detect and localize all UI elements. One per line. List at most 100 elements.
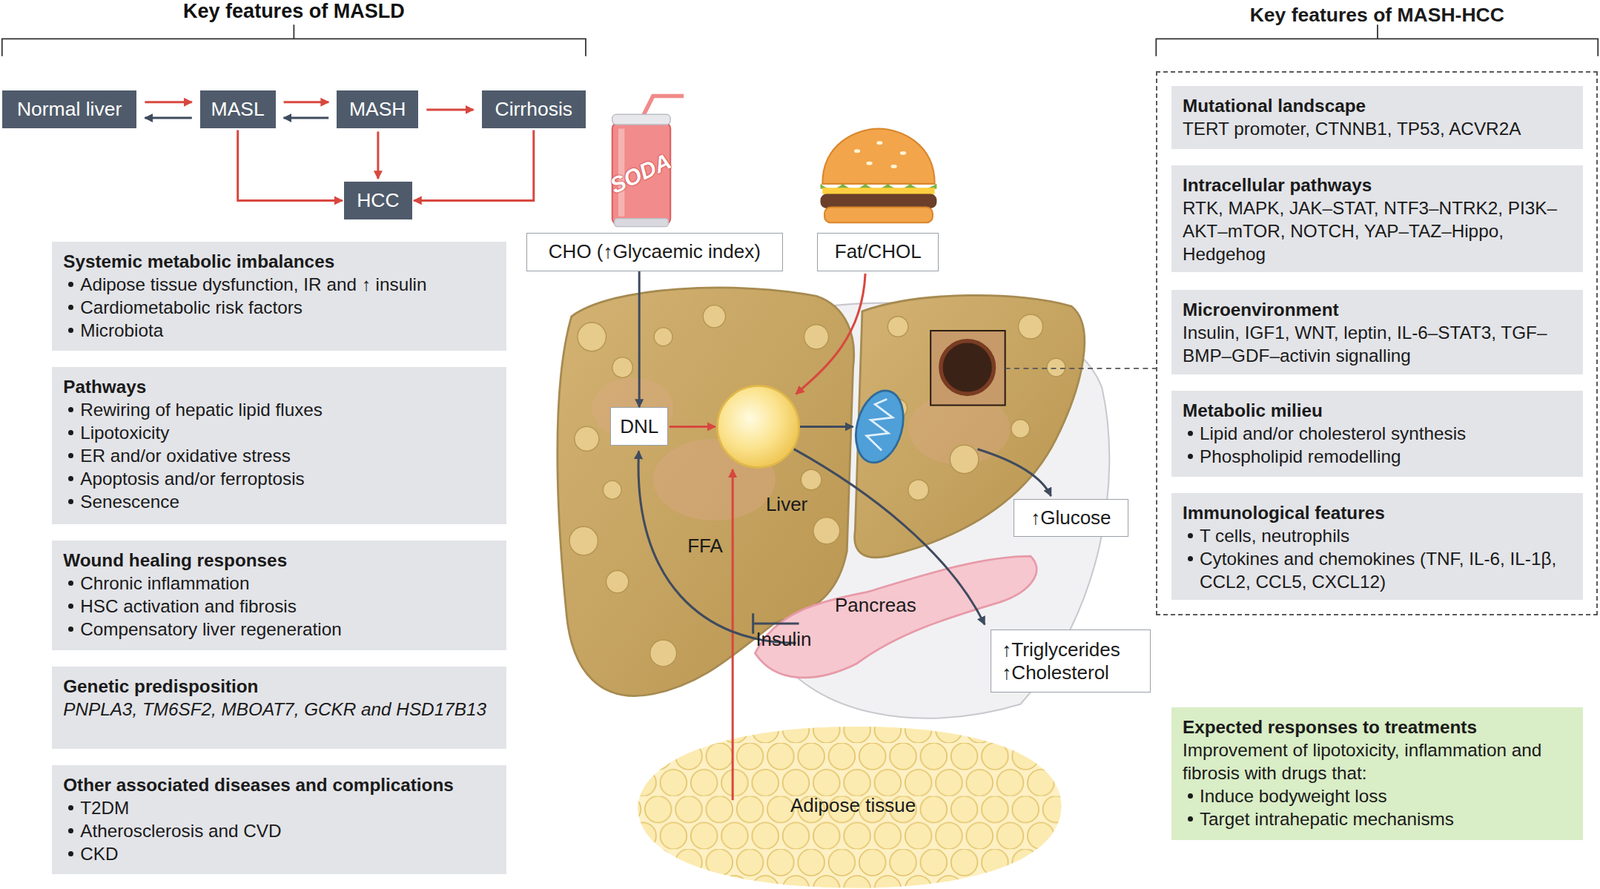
process-box: CHO (↑Glycaemic index)	[526, 232, 783, 272]
bullet-dot	[68, 281, 74, 287]
flow-arrow	[376, 131, 379, 179]
flow-arrow	[283, 117, 330, 120]
patty	[820, 194, 938, 209]
burger-bun	[822, 129, 935, 184]
feature-box: Metabolic milieuLipid and/or cholesterol…	[1171, 390, 1583, 477]
box-text: ↑Glucose	[1030, 506, 1111, 530]
flow-label: Insulin	[755, 627, 812, 651]
bullet-dot	[68, 851, 74, 857]
flow-arrow	[977, 449, 1051, 497]
box-text: CHO (↑Glycaemic index)	[548, 240, 761, 264]
feature-box: Other associated diseases and complicati…	[51, 765, 506, 875]
process-box: DNL	[610, 407, 669, 446]
flow-arrow	[731, 469, 735, 800]
flow-arrow	[426, 108, 474, 111]
box-text: MASL	[211, 97, 265, 121]
box-text: ↑Triglycerides ↑Cholesterol	[1001, 638, 1120, 685]
fat-droplet	[1046, 358, 1066, 377]
tumour	[940, 341, 995, 395]
flow-arrow	[283, 100, 330, 104]
bullet-item: Cytokines and chemokines (TNF, IL-6, IL-…	[1182, 547, 1579, 594]
bullet-dot	[68, 603, 74, 609]
bullet-item: Microbiota	[63, 318, 502, 342]
bullet-dot	[68, 304, 74, 310]
bullet-dot	[1187, 556, 1193, 562]
bullet-item: Compensatory liver regeneration	[63, 617, 502, 641]
box-heading: Intracellular pathways	[1182, 173, 1579, 197]
fat-droplet	[800, 469, 822, 491]
leader-line	[1005, 367, 1157, 370]
flow-arrow	[144, 117, 192, 120]
fat-droplet	[804, 324, 829, 350]
stage-box: MASH	[336, 90, 419, 129]
feature-box: Systemic metabolic imbalancesAdipose tis…	[51, 241, 506, 351]
bullet-dot	[68, 498, 74, 505]
flow-arrow	[638, 450, 796, 643]
box-text: RTK, MAPK, JAK–STAT, NTF3–NTRK2, PI3K–AK…	[1182, 196, 1579, 266]
bullet-item: Rewiring of hepatic lipid fluxes	[63, 398, 502, 422]
section-heading: Key features of MASH-HCC	[1157, 3, 1597, 27]
bullet-item: Cardiometabolic risk factors	[63, 295, 502, 319]
box-text: MASH	[349, 97, 407, 121]
fat-droplet	[602, 480, 622, 499]
bullet-item: T2DM	[63, 796, 502, 820]
burger-bun	[824, 207, 933, 224]
seed	[854, 149, 861, 153]
bullet-item: Phospholipid remodelling	[1182, 444, 1579, 468]
box-heading: Mutational landscape	[1182, 94, 1579, 118]
organ-label: Adipose tissue	[790, 793, 916, 817]
box-text: Improvement of lipotoxicity, inflammatio…	[1182, 738, 1579, 785]
box-text: HCC	[356, 189, 399, 213]
bullet-dot	[68, 407, 74, 413]
feature-box: Intracellular pathwaysRTK, MAPK, JAK–STA…	[1171, 165, 1583, 273]
fat-droplet	[1018, 314, 1044, 339]
feature-box: Mutational landscapeTERT promoter, CTNNB…	[1171, 86, 1583, 150]
fat-droplet	[1011, 419, 1030, 439]
bullet-dot	[68, 453, 74, 459]
bullet-item: CKD	[63, 842, 502, 866]
adipose-tissue	[637, 726, 1061, 888]
fat-droplet	[949, 444, 979, 474]
box-heading: Other associated diseases and complicati…	[63, 773, 502, 797]
flow-arrow	[638, 271, 641, 408]
bullet-item: Induce bodyweight loss	[1182, 784, 1579, 808]
stage-box: Cirrhosis	[481, 90, 586, 129]
fat-droplet	[702, 305, 726, 328]
feature-box: MicroenvironmentInsulin, IGF1, WNT, lept…	[1171, 289, 1583, 375]
flow-arrow	[144, 100, 192, 104]
bullet-dot	[68, 475, 74, 482]
bullet-item: Target intrahepatic mechanisms	[1182, 807, 1579, 831]
feature-box: Wound healing responsesChronic inflammat…	[51, 540, 506, 650]
bullet-dot	[1187, 453, 1193, 459]
organ-label: Pancreas	[834, 593, 917, 617]
box-heading: Expected responses to treatments	[1182, 715, 1579, 739]
box-heading: Microenvironment	[1182, 298, 1579, 322]
bracket	[2, 24, 586, 57]
bullet-dot	[68, 430, 74, 436]
can-rim	[614, 218, 669, 227]
mitochondrion	[848, 385, 911, 468]
process-box: Fat/CHOL	[817, 232, 939, 272]
bullet-dot	[68, 580, 74, 586]
box-text: Insulin, IGF1, WNT, leptin, IL-6–STAT3, …	[1182, 321, 1579, 368]
lipid-droplet	[717, 385, 800, 468]
stage-box: HCC	[344, 181, 413, 220]
can-lid	[612, 114, 671, 125]
bullet-item: Chronic inflammation	[63, 571, 502, 595]
group-box: Key features of MASH-HCCMutational lands…	[1155, 71, 1598, 616]
bullet-dot	[1187, 430, 1193, 436]
box-text: Fat/CHOL	[834, 240, 922, 264]
bullet-item: HSC activation and fibrosis	[63, 594, 502, 618]
treatment-box: Expected responses to treatmentsImprovem…	[1171, 707, 1583, 841]
bullet-item: T cells, neutrophils	[1182, 524, 1579, 548]
bullet-item: Apoptosis and/or ferroptosis	[63, 467, 502, 491]
box-text: Cirrhosis	[495, 97, 574, 121]
feature-box: Immunological featuresT cells, neutrophi…	[1171, 493, 1583, 601]
bracket	[1155, 24, 1598, 57]
bullet-dot	[68, 626, 74, 632]
bullet-item: Senescence	[63, 490, 502, 514]
box-text: Normal liver	[17, 97, 122, 121]
cristae	[863, 396, 897, 452]
fat-droplet	[653, 327, 673, 347]
